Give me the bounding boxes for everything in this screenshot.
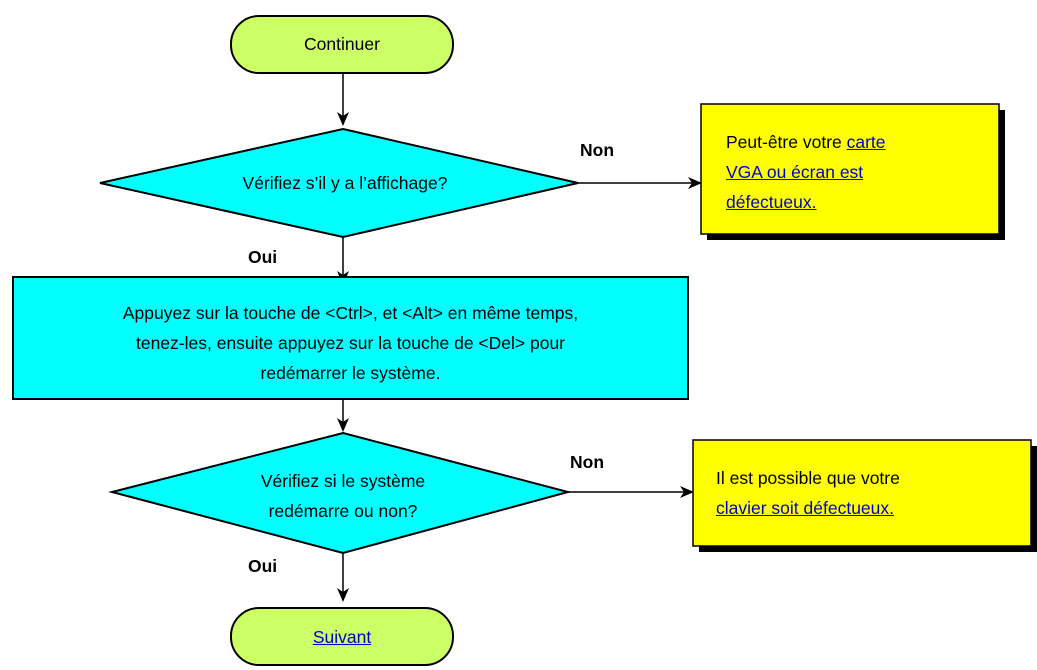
action-line2: tenez-les, ensuite appuyez sur la touche… [135, 333, 566, 353]
result1-link-part3[interactable]: défectueux. [726, 192, 817, 212]
result2-line1: Il est possible que votre [716, 468, 900, 488]
action-box [12, 276, 689, 400]
result2-link[interactable]: clavier soit défectueux. [716, 498, 895, 518]
decision1-question: Vérifiez s’il y a l’affichage? [242, 173, 448, 193]
end-terminator [230, 607, 454, 666]
decision1-diamond [99, 127, 579, 239]
end-link[interactable]: Suivant [312, 627, 372, 647]
decision2-question: Vérifiez si le système redémarre ou non? [190, 466, 496, 526]
result2-text: Il est possible que votre clavier soit d… [716, 463, 1016, 523]
decision1-yes-label: Oui [248, 247, 278, 267]
decision2-diamond [108, 431, 572, 555]
result2-box [692, 439, 1032, 547]
action-line1: Appuyez sur la touche de <Ctrl>, et <Alt… [122, 303, 579, 323]
result1-box [700, 103, 1000, 235]
decision2-yes-label: Oui [248, 556, 278, 576]
action-text: Appuyez sur la touche de <Ctrl>, et <Alt… [13, 298, 688, 388]
start-label: Continuer [304, 34, 380, 54]
start-terminator [230, 15, 454, 74]
action-line3: redémarrer le système. [260, 363, 441, 383]
decision2-line1: Vérifiez si le système [260, 471, 426, 491]
result1-text: Peut-être votre carte VGA ou écran est d… [726, 127, 986, 217]
decision2-no-label: Non [570, 452, 605, 472]
result1-link-part2[interactable]: VGA ou écran est [726, 162, 864, 182]
decision2-line2: redémarre ou non? [268, 501, 418, 521]
end-label[interactable]: Suivant [231, 622, 453, 652]
result1-prefix: Peut-être votre [726, 132, 847, 152]
result1-link-part1[interactable]: carte [846, 132, 886, 152]
decision1-no-label: Non [580, 140, 615, 160]
